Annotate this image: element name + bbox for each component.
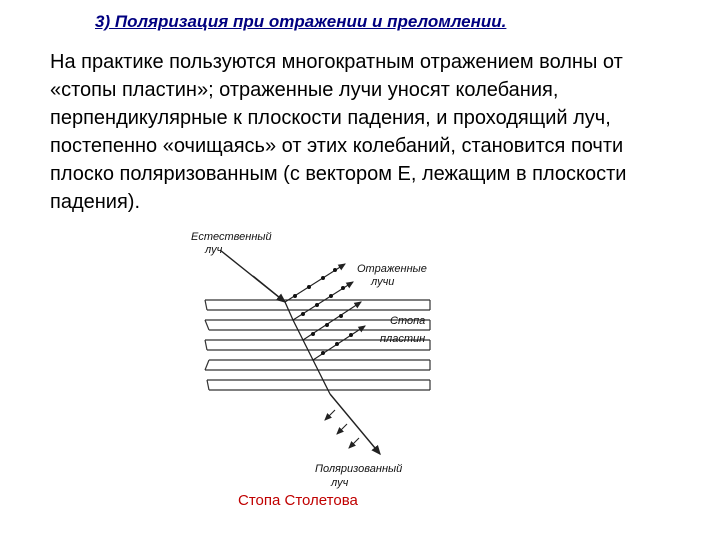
stoletov-stack-diagram: Естественный луч Отраженные лучи Стопа п…	[191, 231, 431, 489]
incident-label-2: луч	[204, 244, 223, 256]
transmitted-ray	[324, 393, 381, 456]
refracted-path	[284, 301, 331, 395]
incident-label-1: Естественный	[191, 231, 272, 243]
reflected-rays	[284, 263, 366, 361]
polarized-label-2: луч	[330, 477, 349, 489]
body-paragraph: На практике пользуются многократным отра…	[50, 51, 627, 213]
slide-title: 3) Поляризация при отражении и преломлен…	[95, 12, 507, 31]
polarization-dots	[293, 268, 353, 355]
reflected-label-1: Отраженные	[357, 263, 427, 275]
reflected-label-2: лучи	[370, 276, 394, 288]
incident-ray	[219, 249, 287, 303]
figure-caption: Стопа Столетова	[238, 492, 358, 509]
stack-label-1: Стопа	[390, 315, 425, 327]
polarized-label-1: Поляризованный	[315, 463, 402, 475]
plate-stack	[204, 299, 431, 391]
body-text: На практике пользуются многократным отра…	[50, 48, 690, 216]
stack-label-2: пластин	[380, 333, 425, 345]
